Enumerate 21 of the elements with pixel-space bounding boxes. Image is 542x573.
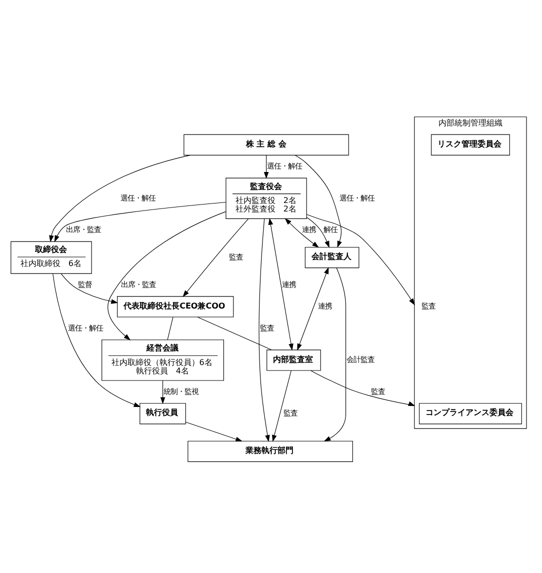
connector [197, 316, 272, 350]
arrow [60, 272, 118, 304]
arrow [272, 370, 292, 442]
arrow [310, 370, 416, 406]
arrow [284, 218, 319, 248]
arrow [324, 267, 346, 441]
arrow [108, 210, 226, 340]
arrow [52, 272, 141, 406]
arrow [306, 214, 415, 305]
arrow [160, 380, 166, 404]
arrow [54, 202, 226, 242]
arrow [306, 216, 330, 248]
arrow [186, 421, 243, 441]
arrow [268, 217, 294, 350]
arrow [294, 154, 342, 248]
arrow [49, 154, 191, 242]
arrow [297, 266, 329, 350]
arrow [182, 218, 249, 297]
arrow [258, 218, 270, 442]
connector [167, 316, 174, 340]
arrow [264, 154, 269, 178]
